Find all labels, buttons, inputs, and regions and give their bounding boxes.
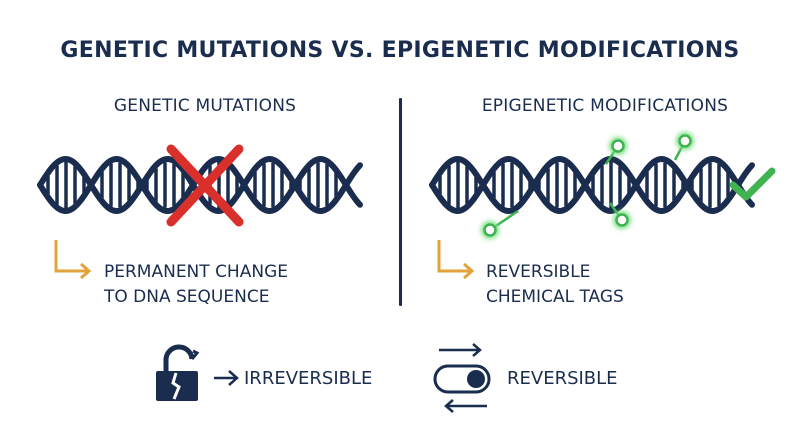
genetic-caption-line2: TO DNA SEQUENCE <box>104 287 270 307</box>
red-x-icon <box>166 144 244 227</box>
bidirectional-arrows-icon <box>439 343 487 413</box>
reversible-label: REVERSIBLE <box>507 368 618 389</box>
right-arrow-icon <box>214 370 239 386</box>
epigenetic-modifications-heading: EPIGENETIC MODIFICATIONS <box>481 96 729 116</box>
irreversible-label: IRREVERSIBLE <box>244 368 373 389</box>
genetic-caption-line1: PERMANENT CHANGE <box>104 262 288 282</box>
dna-helix-icon <box>429 155 755 215</box>
epigenetic-caption-line2: CHEMICAL TAGS <box>486 287 624 307</box>
epigenetic-caption: REVERSIBLE CHEMICAL TAGS <box>486 260 624 310</box>
genetic-mutations-heading: GENETIC MUTATIONS <box>113 96 297 116</box>
elbow-arrow-icon <box>437 240 475 280</box>
check-icon <box>729 167 776 201</box>
green-tag-icon <box>481 132 694 239</box>
page-title: GENETIC MUTATIONS VS. EPIGENETIC MODIFIC… <box>60 38 740 63</box>
genetic-caption: PERMANENT CHANGE TO DNA SEQUENCE <box>104 260 288 310</box>
broken-lock-icon <box>156 344 200 401</box>
epigenetic-caption-line1: REVERSIBLE <box>486 262 591 282</box>
toggle-switch-icon <box>433 364 491 394</box>
column-divider <box>399 98 402 306</box>
elbow-arrow-icon <box>54 240 92 280</box>
